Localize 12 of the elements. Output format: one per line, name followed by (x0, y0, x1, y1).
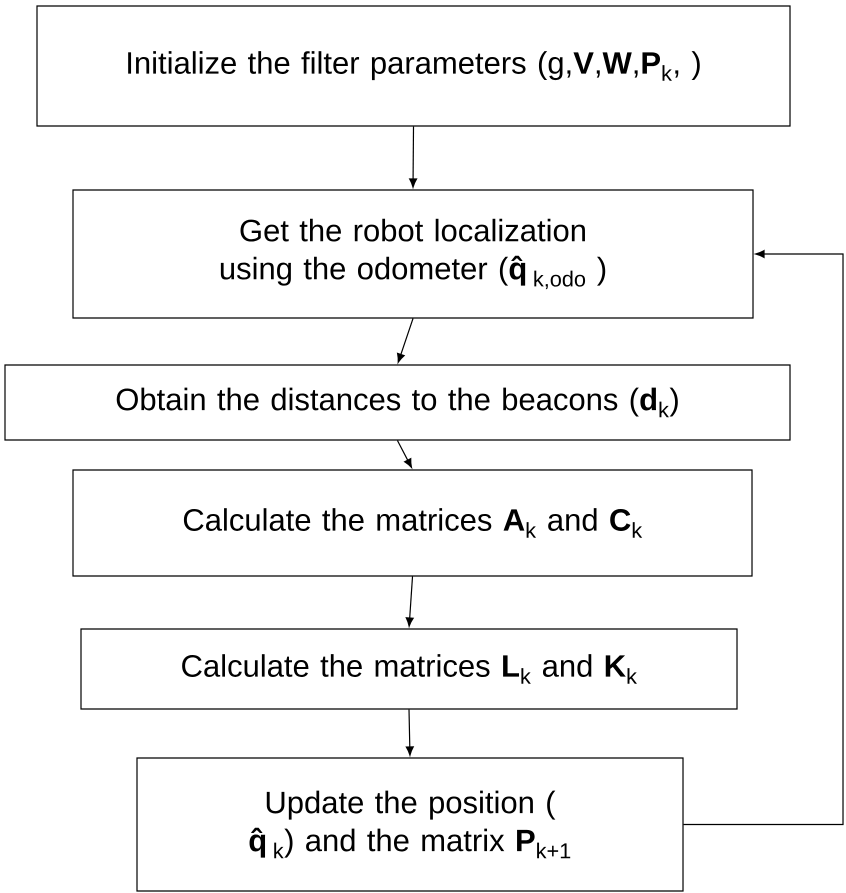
arrow (409, 126, 418, 188)
process-box: Calculate the matrices A$_{k}$ and C$_{k}$ (72, 469, 753, 577)
arrow (406, 710, 414, 756)
arrow (396, 440, 412, 468)
process-box: Get the robot localization using the odometer (q̂$_{k,odo}$ ) (72, 189, 754, 319)
arrow (406, 576, 414, 627)
process-box: Obtain the distances to the beacons (d$_{k}$) (4, 364, 791, 441)
process-box: Initialize the filter parameters (g,V,W,P$_{k}$, ) (36, 5, 791, 127)
arrow (684, 250, 844, 826)
arrow (397, 318, 414, 363)
process-box: Calculate the matrices L$_{k}$ and K$_{k}$ (80, 628, 738, 710)
process-box: Update the position ( q̂$_{k}$) and the matrix P$_{k+1}$ (136, 757, 684, 892)
